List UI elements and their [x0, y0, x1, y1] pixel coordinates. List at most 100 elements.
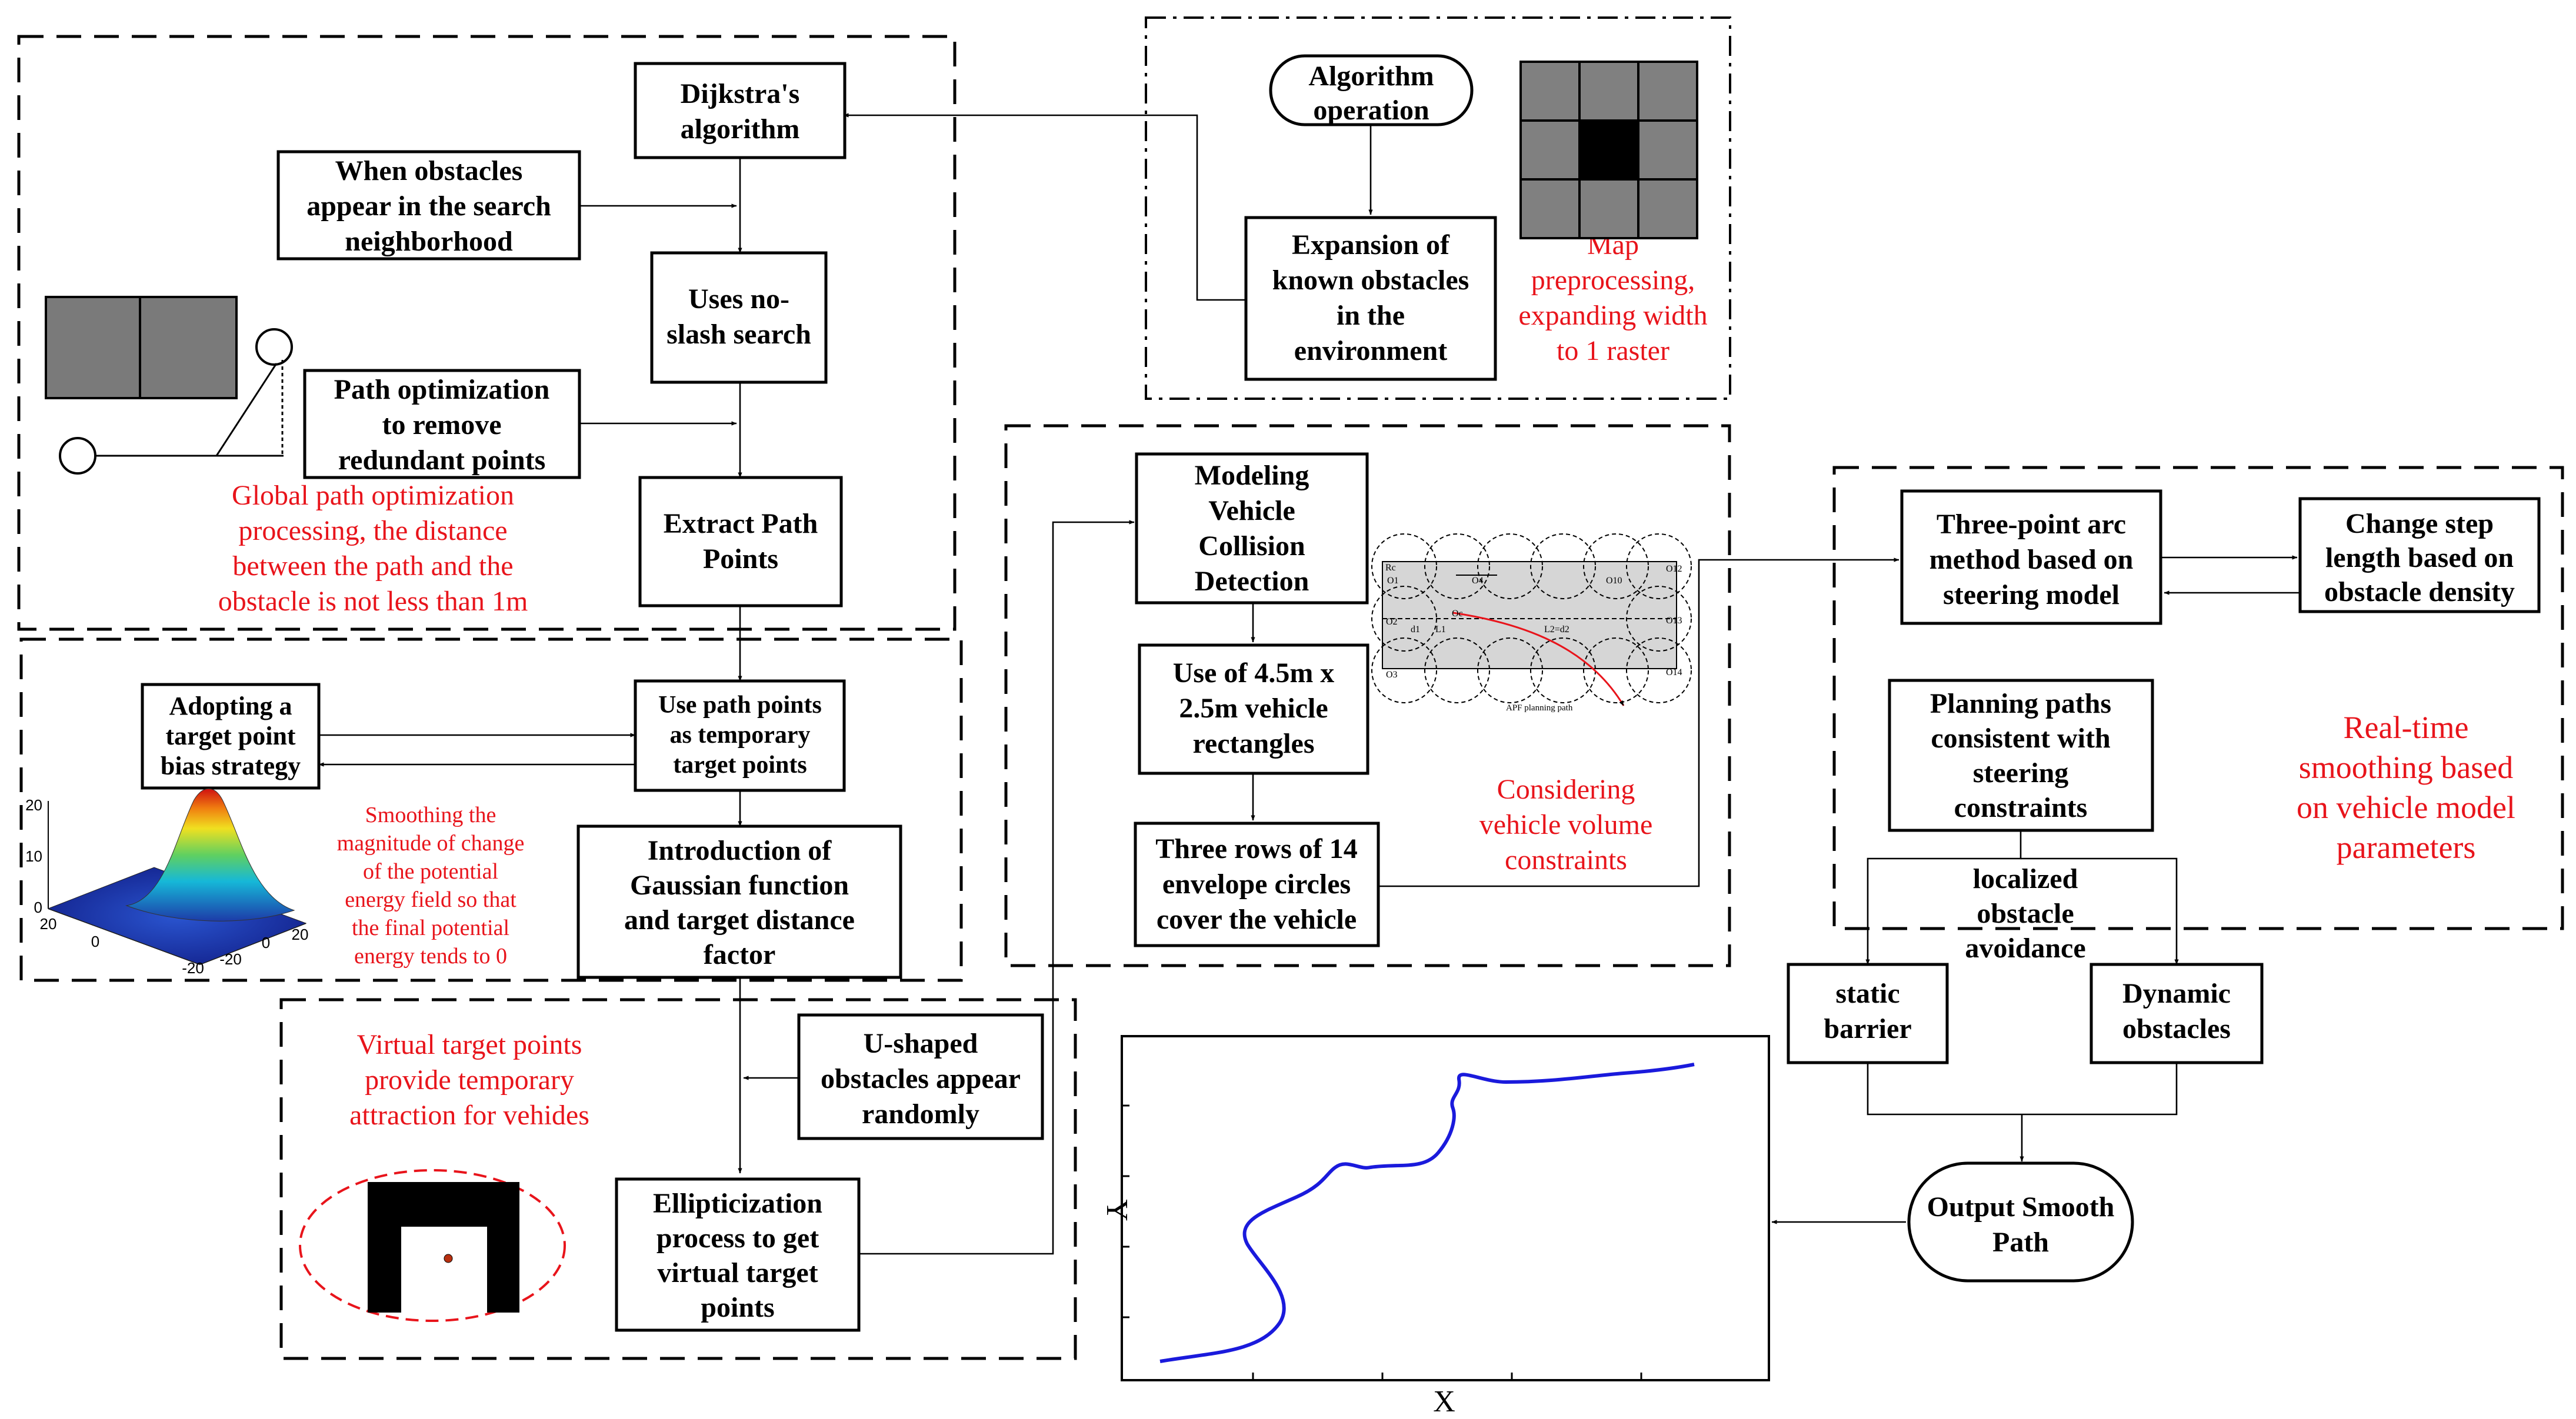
obstacles-neighborhood-line-3: neighborhood: [345, 226, 513, 257]
no-slash-search-box: Uses no- slash search: [650, 251, 828, 384]
vehicle-rect-line-3: rectangles: [1192, 728, 1314, 759]
obstacles-neighborhood-line-2: appear in the search: [306, 191, 551, 222]
expansion-line-3: in the: [1337, 300, 1405, 331]
static-barrier-line-1: static: [1835, 978, 1899, 1009]
no-slash-line-1: Uses no-: [688, 283, 789, 315]
extract-path-line-2: Points: [703, 543, 778, 575]
expansion-line-4: environment: [1294, 335, 1447, 366]
region-virtual-target: [279, 998, 1077, 1360]
raster-grid-icon: [1519, 61, 1698, 239]
step-length-line-3: obstacle density: [2324, 576, 2515, 607]
ellipticization-line-3: virtual target: [657, 1257, 818, 1288]
three-point-line-3: steering model: [1943, 579, 2120, 610]
region-potential-field: [19, 637, 963, 982]
algorithm-operation-box: Algorithm operation: [1269, 54, 1474, 126]
output-plot-ylabel: Y: [1100, 1199, 1134, 1221]
label-o13: O13: [1666, 616, 1682, 626]
modeling-line-3: Collision: [1198, 530, 1305, 562]
label-o2: O2: [1386, 617, 1398, 627]
note-smoothing: Smoothing the magnitude of change of the…: [337, 803, 525, 969]
y-tick-neg20: -20: [219, 950, 242, 968]
temp-target-line-2: as temporary: [669, 722, 810, 749]
smooth-path-line: [1159, 1063, 1695, 1363]
dijkstra-line-2: algorithm: [681, 113, 800, 145]
target-bias-line-3: bias strategy: [161, 752, 301, 780]
output-path-plot: X Y: [1100, 1035, 1770, 1418]
note-smoothing-line-6: energy tends to 0: [354, 944, 507, 969]
note-global-line-4: obstacle is not less than 1m: [218, 586, 528, 617]
label-rc: Rc: [1385, 563, 1396, 573]
note-smoothing-line-1: Smoothing the: [365, 803, 496, 827]
y-tick-0: 0: [262, 934, 270, 951]
note-volume-line-1: Considering: [1497, 774, 1635, 805]
note-map-line-4: to 1 raster: [1557, 335, 1669, 366]
localized-line-2: obstacle: [1977, 898, 2074, 929]
modeling-box: Modeling Vehicle Collision Detection: [1135, 452, 1369, 605]
localized-line-1: localized: [1973, 863, 2078, 894]
gaussian-line-3: and target distance: [624, 904, 855, 936]
extract-path-line-1: Extract Path: [664, 508, 818, 539]
planning-paths-line-4: constraints: [1954, 792, 2088, 823]
label-o12: O12: [1666, 564, 1682, 574]
modeling-line-4: Detection: [1195, 566, 1309, 597]
note-virtual-line-3: attraction for vehides: [349, 1100, 589, 1131]
note-realtime: Real-time smoothing based on vehicle mod…: [2297, 710, 2515, 865]
planning-paths-line-2: consistent with: [1931, 723, 2110, 754]
z-tick-10: 10: [25, 847, 42, 865]
three-point-arc-box: Three-point arc method based on steering…: [1900, 489, 2162, 625]
region-collision: [1004, 424, 1731, 967]
x-tick-20: 20: [40, 915, 57, 933]
note-vehicle-volume: Considering vehicle volume constraints: [1479, 774, 1653, 876]
z-tick-20: 20: [25, 796, 42, 814]
no-slash-line-2: slash search: [667, 319, 811, 350]
output-line-1: Output Smooth: [1927, 1191, 2115, 1223]
step-length-line-2: length based on: [2325, 542, 2514, 573]
region-map-preprocessing: [1145, 16, 1731, 400]
vehicle-envelope-illustration: Rc O1 O2 O3 O4 O10 O12 O13 O14 d1 L1 L2=…: [1371, 533, 1692, 713]
region-realtime-smoothing: [1832, 466, 2564, 930]
ellipticization-box: Ellipticization process to get virtual t…: [615, 1177, 861, 1332]
note-global-optimization: Global path optimization processing, the…: [218, 480, 528, 617]
no-slash-illustration: [45, 296, 293, 475]
label-o1: O1: [1387, 576, 1399, 586]
dijkstra-box: Dijkstra's algorithm: [634, 62, 847, 159]
dynamic-obstacles-line-1: Dynamic: [2122, 978, 2231, 1009]
label-o3: O3: [1386, 670, 1398, 680]
note-smoothing-line-2: magnitude of change: [337, 831, 525, 856]
ellipticization-line-4: points: [701, 1292, 774, 1323]
path-optimization-line-2: to remove: [382, 409, 501, 440]
gaussian-line-1: Introduction of: [648, 835, 832, 866]
algorithm-operation-line-1: Algorithm: [1308, 61, 1434, 92]
modeling-line-1: Modeling: [1195, 460, 1309, 491]
step-length-box: Change step length based on obstacle den…: [2298, 497, 2541, 613]
obstacles-neighborhood-line-1: When obstacles: [335, 155, 523, 186]
path-optimization-box: Path optimization to remove redundant po…: [303, 369, 581, 479]
path-optimization-line-3: redundant points: [338, 445, 546, 476]
ellipticization-line-1: Ellipticization: [653, 1188, 822, 1219]
label-l2-d2: L2=d2: [1544, 625, 1569, 635]
expansion-line-2: known obstacles: [1272, 265, 1469, 296]
y-tick-20: 20: [292, 926, 309, 943]
connectors: [318, 113, 2300, 1255]
expansion-box: Expansion of known obstacles in the envi…: [1244, 216, 1497, 381]
planning-paths-box: Planning paths consistent with steering …: [1888, 679, 2154, 832]
u-shaped-box: U-shaped obstacles appear randomly: [797, 1013, 1044, 1140]
z-tick-0: 0: [34, 899, 42, 916]
localized-avoidance-label: localized obstacle avoidance: [1965, 863, 2085, 964]
u-shaped-line-3: randomly: [862, 1099, 979, 1130]
envelope-line-3: cover the vehicle: [1157, 904, 1357, 935]
note-global-line-2: processing, the distance: [238, 515, 507, 546]
planning-paths-line-1: Planning paths: [1930, 688, 2111, 719]
note-global-line-1: Global path optimization: [232, 480, 514, 511]
note-smoothing-line-3: of the potential: [363, 859, 498, 884]
label-l1: L1: [1435, 625, 1446, 635]
extract-path-box: Extract Path Points: [638, 476, 843, 607]
u-shaped-line-1: U-shaped: [864, 1028, 978, 1059]
note-smoothing-line-5: the final potential: [352, 916, 509, 940]
envelope-line-1: Three rows of 14: [1155, 833, 1358, 864]
label-oc: Oc: [1452, 609, 1463, 619]
note-map-line-2: preprocessing,: [1531, 265, 1695, 296]
dijkstra-line-1: Dijkstra's: [681, 78, 800, 109]
obstacles-neighborhood-box: When obstacles appear in the search neig…: [276, 150, 581, 261]
vehicle-rect-line-2: 2.5m vehicle: [1179, 693, 1328, 724]
